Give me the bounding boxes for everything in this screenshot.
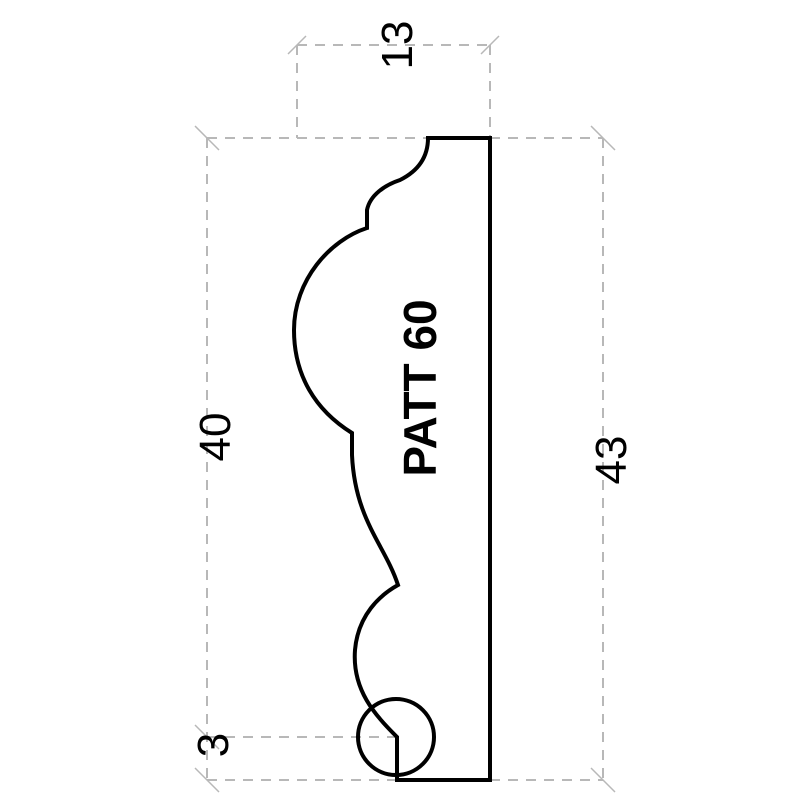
left-height-label: 40: [191, 413, 240, 462]
right-height-label: 43: [587, 436, 636, 485]
top-width-label: 13: [373, 21, 422, 70]
dimension-lines: [194, 35, 616, 793]
moulding-profile-outline: [291, 136, 492, 782]
bottom-offset-label: 3: [189, 733, 238, 757]
pattern-label: PATT 60: [394, 299, 446, 476]
bead-circle: [356, 697, 436, 777]
